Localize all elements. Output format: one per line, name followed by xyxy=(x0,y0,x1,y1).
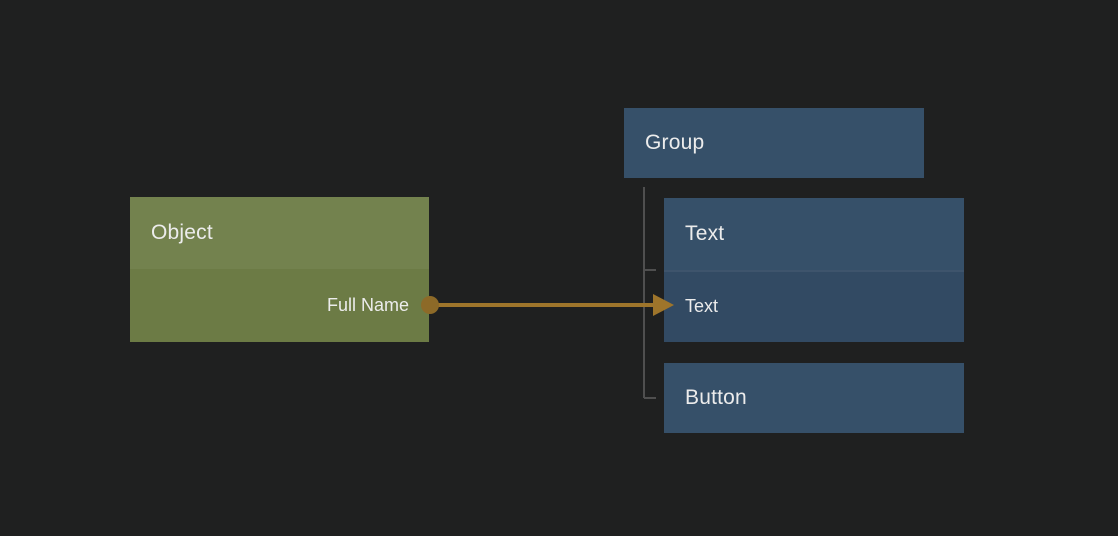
node-button[interactable]: Button xyxy=(664,363,964,433)
node-text-header[interactable]: Text xyxy=(664,198,964,270)
node-object-title: Object xyxy=(151,221,213,244)
node-object-field-row[interactable]: Full Name xyxy=(130,269,429,342)
field-label-full-name: Full Name xyxy=(326,295,409,315)
node-text-title: Text xyxy=(685,222,725,245)
node-text[interactable]: Text Text xyxy=(664,198,964,342)
field-label-text: Text xyxy=(685,295,719,316)
node-button-header[interactable]: Button xyxy=(664,363,964,433)
node-group[interactable]: Group xyxy=(624,108,924,178)
node-text-field-row[interactable]: Text xyxy=(664,270,964,342)
node-group-title: Group xyxy=(645,131,705,154)
binding-arrow xyxy=(421,294,674,316)
node-object[interactable]: Object Full Name xyxy=(130,197,429,342)
tree-connector xyxy=(643,187,656,399)
node-button-title: Button xyxy=(685,386,747,409)
node-object-header[interactable]: Object xyxy=(130,197,429,269)
node-group-header[interactable]: Group xyxy=(624,108,924,178)
output-port-dot[interactable] xyxy=(421,296,439,314)
